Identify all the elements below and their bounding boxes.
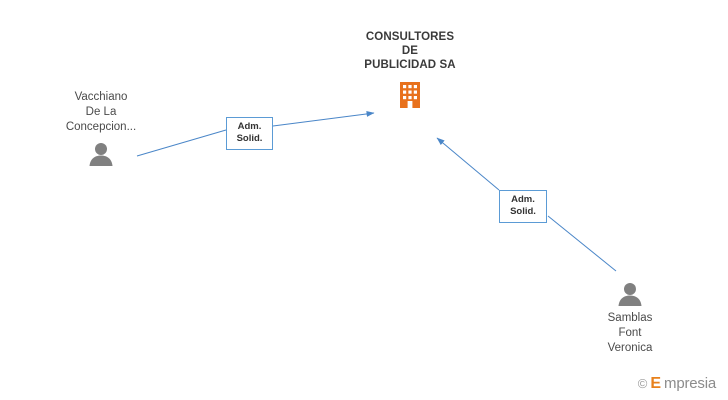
person-icon — [41, 142, 161, 166]
watermark: © E mpresia — [638, 375, 716, 392]
person-node-vacchiano[interactable]: Vacchiano De La Concepcion... — [41, 90, 161, 166]
relation-label-left[interactable]: Adm. Solid. — [226, 117, 273, 150]
relation-label-line-1: Adm. — [237, 121, 262, 132]
person-node-samblas[interactable]: Samblas Font Veronica — [570, 282, 690, 356]
connector-right-segment-b — [436, 137, 500, 191]
person-name-line-2: De La — [85, 106, 117, 118]
relation-label-right[interactable]: Adm. Solid. — [499, 190, 547, 223]
company-node[interactable]: CONSULTORES DE PUBLICIDAD SA — [355, 30, 465, 110]
relation-label-line-2: Solid. — [236, 133, 263, 144]
person-name-line-2: Font — [618, 327, 642, 339]
company-name-line-2: DE — [401, 45, 419, 57]
person-name-line-3: Veronica — [607, 342, 653, 354]
copyright-icon: © — [637, 376, 648, 391]
company-name: CONSULTORES DE PUBLICIDAD SA — [355, 30, 465, 72]
person-name: Samblas Font Veronica — [570, 311, 690, 356]
connector-left-segment-a — [136, 129, 227, 157]
person-name-line-1: Vacchiano — [74, 91, 128, 103]
relation-label-line-1: Adm. — [511, 194, 535, 205]
person-name: Vacchiano De La Concepcion... — [41, 90, 161, 135]
brand-initial: E — [650, 374, 662, 392]
building-icon — [355, 80, 465, 110]
person-icon — [570, 282, 690, 306]
connector-left-segment-b — [272, 110, 375, 127]
person-name-line-1: Samblas — [607, 312, 653, 324]
person-name-line-3: Concepcion... — [65, 121, 137, 133]
brand-name: mpresia — [664, 375, 716, 392]
relation-label-line-2: Solid. — [510, 206, 536, 217]
company-name-line-3: PUBLICIDAD SA — [364, 59, 456, 71]
connector-right-segment-a — [547, 215, 617, 272]
company-name-line-1: CONSULTORES — [365, 31, 455, 43]
